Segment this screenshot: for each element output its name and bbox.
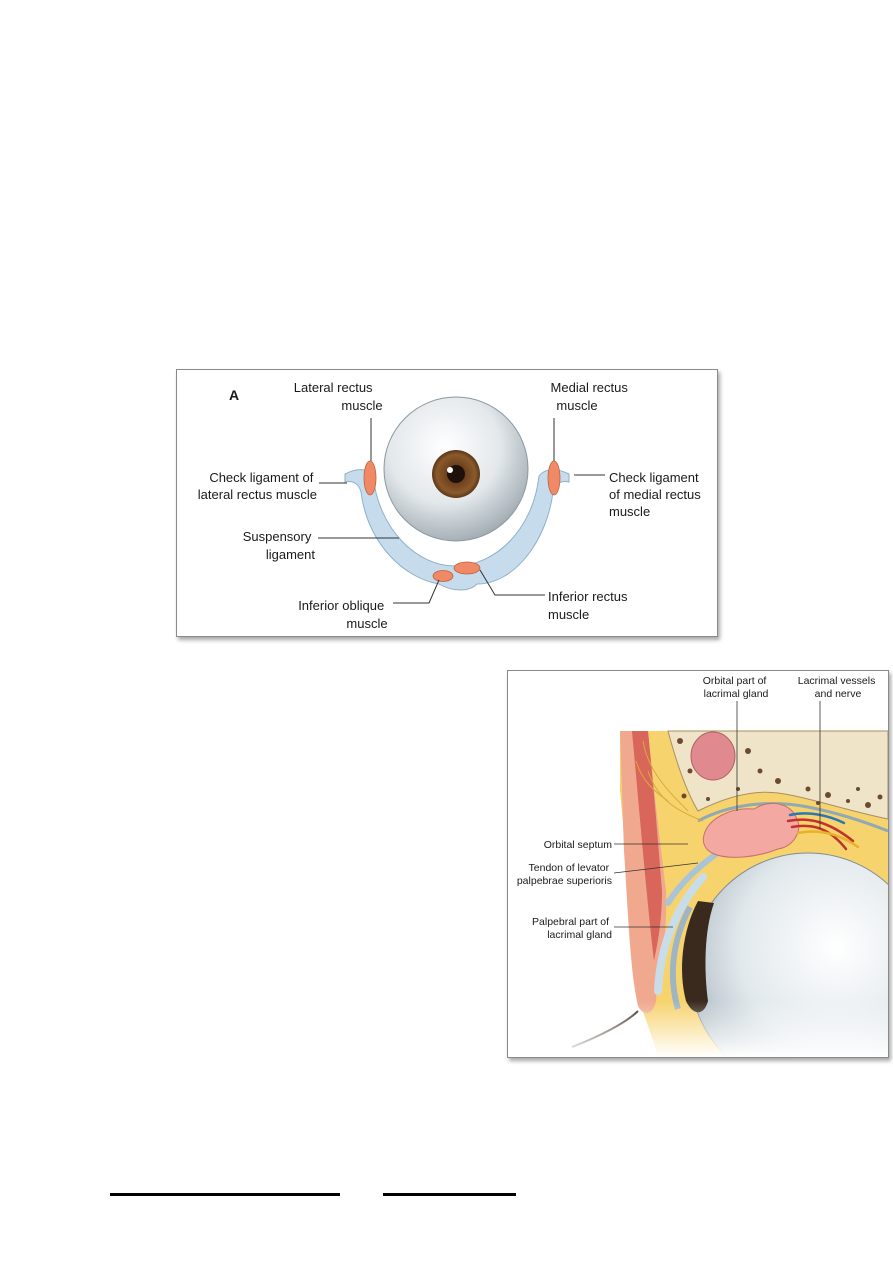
frontal-sinus	[690, 731, 736, 781]
label-lacrimal-vessels: Lacrimal vessels and nerve	[798, 675, 879, 700]
panel-letter: A	[229, 387, 239, 403]
orbital-part-lacrimal-gland	[702, 802, 800, 858]
leader-lines	[318, 418, 605, 604]
label-lateral-rectus: Lateral rectus muscle	[294, 380, 383, 413]
label-orbital-part: Orbital part of lacrimal gland	[703, 675, 770, 700]
cornea	[669, 905, 693, 1010]
signature-line-left	[110, 1193, 340, 1196]
bone-trabeculae	[677, 738, 883, 808]
medial-rectus-muscle	[547, 460, 561, 496]
lacrimal-gland-section-diagram: Orbital part of lacrimal gland Lacrimal …	[508, 675, 888, 1057]
pupil-highlight	[447, 467, 453, 473]
signature-line-right	[383, 1193, 516, 1196]
orbicularis-muscle	[632, 731, 662, 961]
lateral-rectus-muscle	[363, 460, 377, 496]
label-orbital-septum: Orbital septum	[544, 839, 613, 851]
lacrimal-vessels-and-nerve	[786, 812, 860, 851]
eyeball-suspensory-diagram: A Lateral rectus muscle Medial rectus mu…	[198, 380, 704, 631]
figure-b-panel: Orbital part of lacrimal gland Lacrimal …	[507, 670, 889, 1058]
label-suspensory-ligament: Suspensory ligament	[243, 529, 316, 562]
suspensory-ligament-shape	[344, 469, 570, 591]
label-inferior-rectus: Inferior rectus muscle	[548, 589, 631, 622]
leader-lines	[613, 701, 821, 928]
label-palpebral-part: Palpebral part of lacrimal gland	[532, 916, 612, 941]
inferior-oblique-muscle	[432, 570, 454, 582]
label-check-ligament-medial: Check ligament of medial rectus muscle	[609, 470, 704, 519]
label-tendon-levator: Tendon of levator palpebrae superioris	[517, 862, 612, 887]
nerve-fibers	[635, 740, 704, 822]
label-check-ligament-lateral: Check ligament of lateral rectus muscle	[198, 470, 317, 502]
palpebral-part-lacrimal-gland	[654, 873, 707, 995]
cornea-iris	[682, 901, 714, 1013]
label-medial-rectus: Medial rectus muscle	[551, 380, 632, 413]
figure-a-panel: A Lateral rectus muscle Medial rectus mu…	[176, 369, 718, 637]
inferior-rectus-muscle	[453, 561, 481, 575]
label-inferior-oblique: Inferior oblique muscle	[298, 598, 388, 631]
periorbita	[697, 801, 888, 833]
fade-overlay	[508, 1001, 888, 1057]
